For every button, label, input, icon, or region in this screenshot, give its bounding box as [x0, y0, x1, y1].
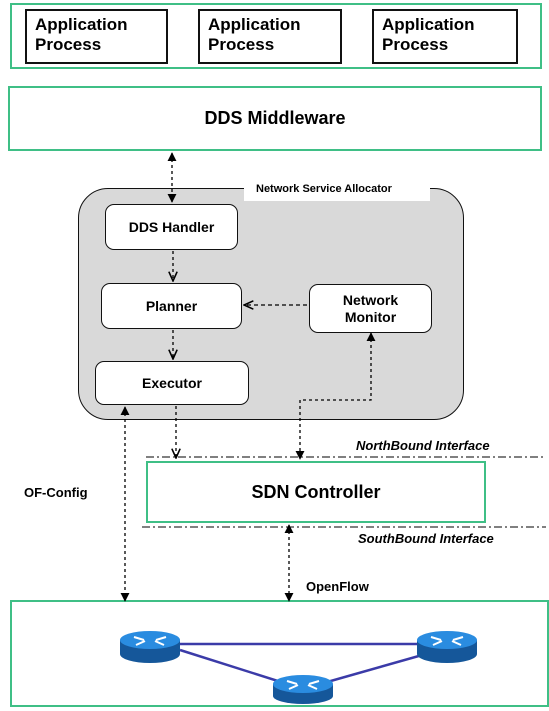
planner-box: Planner — [101, 283, 242, 329]
northbound-interface-label: NorthBound Interface — [356, 438, 490, 453]
router-icon — [273, 675, 333, 704]
dds-handler-label: DDS Handler — [128, 219, 215, 235]
sdn-controller-box: SDN Controller — [146, 461, 486, 523]
of-config-label: OF-Config — [24, 485, 88, 500]
router-icon — [120, 631, 180, 663]
router-icon — [417, 631, 477, 663]
executor-box: Executor — [95, 361, 249, 405]
planner-label: Planner — [145, 298, 198, 314]
network-monitor-label: Network Monitor — [342, 291, 399, 325]
network-monitor-box: Network Monitor — [309, 284, 432, 333]
executor-label: Executor — [142, 375, 202, 391]
dds-handler-box: DDS Handler — [105, 204, 238, 250]
openflow-label: OpenFlow — [306, 579, 369, 594]
monitor-sdn-arrow — [295, 332, 376, 460]
application-process-2: Application Process — [198, 9, 342, 64]
southbound-interface-label: SouthBound Interface — [358, 531, 494, 546]
dds-middleware-box: DDS Middleware — [8, 86, 542, 151]
dds-middleware-label: DDS Middleware — [204, 108, 346, 128]
sdn-controller-label: SDN Controller — [251, 481, 381, 502]
application-process-3: Application Process — [372, 9, 518, 64]
network-service-allocator-label-bg — [244, 180, 430, 201]
network-service-allocator-label: Network Service Allocator — [256, 183, 392, 195]
application-process-1: Application Process — [25, 9, 168, 64]
